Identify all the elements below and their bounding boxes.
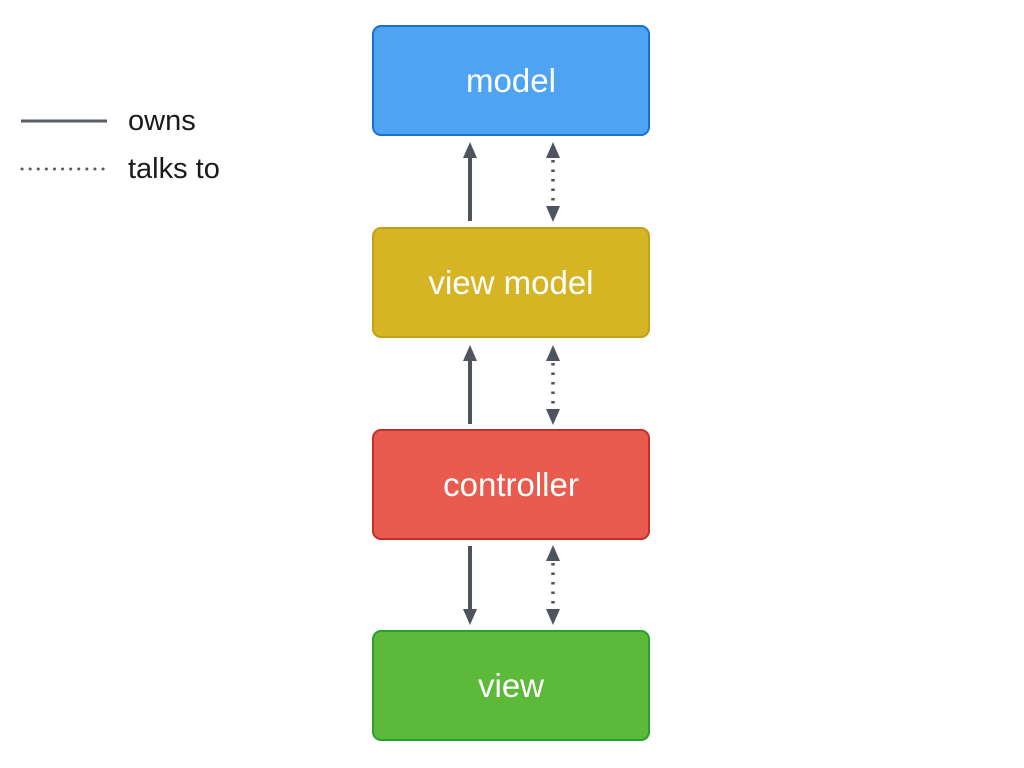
model-box-label: model (466, 62, 556, 99)
model-box: model (372, 25, 650, 136)
legend-label-talks-to: talks to (128, 152, 220, 185)
legend-item-talks-to: talks to (20, 145, 220, 193)
view-model-box-label: view model (428, 264, 594, 301)
owns-arrow-viewmodel-to-model (463, 142, 477, 221)
legend-label-owns: owns (128, 104, 196, 137)
owns-arrow-controller-to-viewmodel (463, 345, 477, 424)
dotted-line-icon (20, 167, 108, 171)
talks-to-arrow-controller-viewmodel (546, 345, 560, 425)
view-box-label: view (477, 667, 545, 704)
legend: owns talks to (20, 97, 220, 193)
talks-to-arrow-viewmodel-model (546, 142, 560, 222)
talks-to-arrow-controller-view (546, 545, 560, 625)
legend-item-owns: owns (20, 97, 220, 145)
view-model-box: view model (372, 227, 650, 338)
controller-box-label: controller (443, 466, 579, 503)
owns-arrow-controller-to-view (463, 546, 477, 625)
solid-line-icon (21, 119, 107, 123)
view-box: view (372, 630, 650, 741)
controller-box: controller (372, 429, 650, 540)
